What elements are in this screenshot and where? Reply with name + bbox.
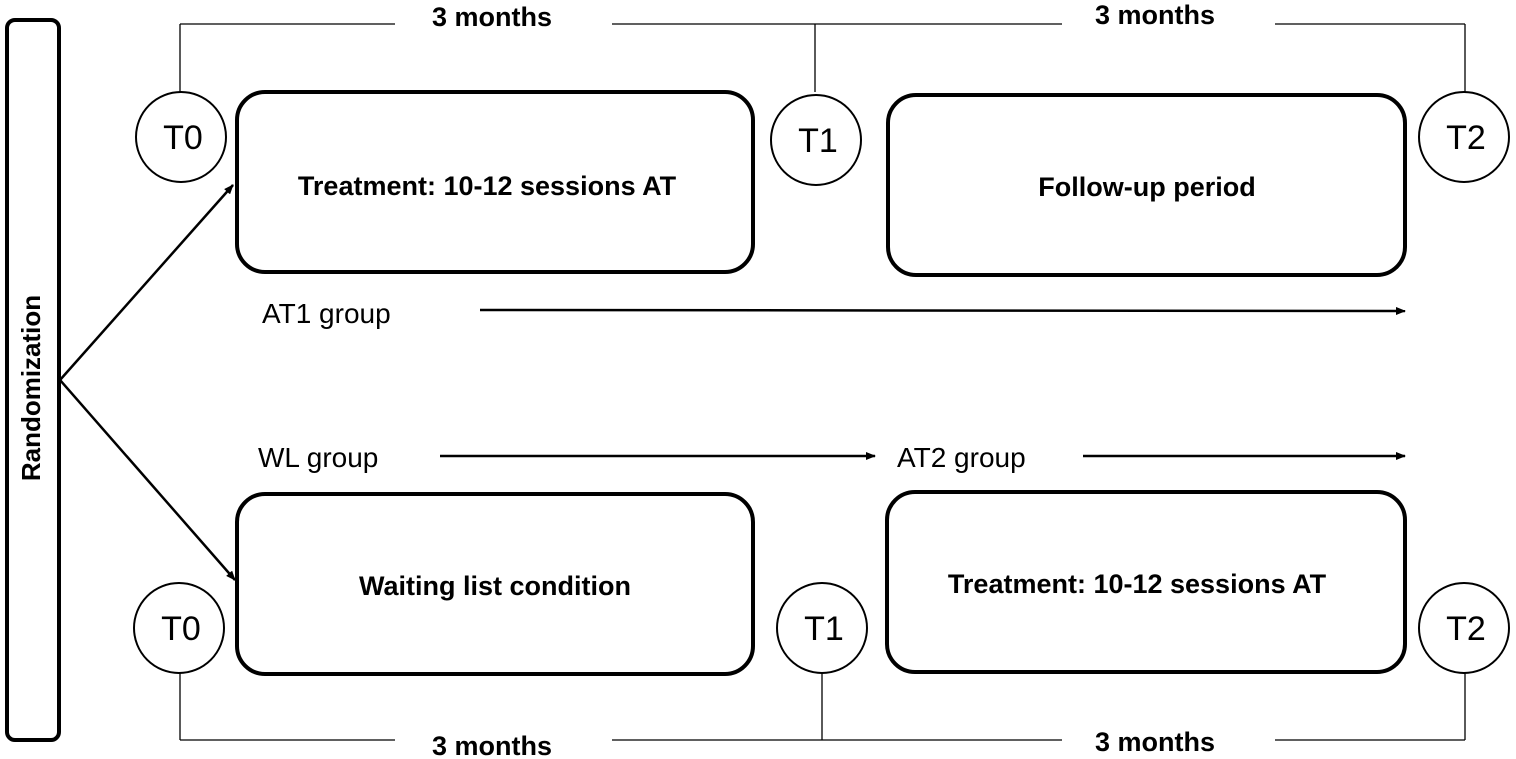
box-top-followup: Follow-up period — [886, 93, 1407, 277]
timepoint-top-t1-label: T1 — [798, 122, 838, 160]
timepoint-top-t0: T0 — [135, 91, 227, 183]
timepoint-bottom-t1-label: T1 — [804, 610, 844, 648]
timepoint-top-t0-label: T0 — [163, 119, 203, 157]
randomization-bar: Randomization — [5, 18, 61, 742]
at1-group-arrow — [479, 306, 1406, 315]
box-bottom-treatment: Treatment: 10-12 sessions AT — [885, 490, 1407, 674]
timepoint-bottom-t2: T2 — [1418, 582, 1510, 674]
bottom-timeline-bracket — [179, 670, 1466, 741]
branch-arrow-bottom — [59, 379, 236, 581]
timepoint-bottom-t0-label: T0 — [161, 610, 201, 648]
box-top-treatment-label: Treatment: 10-12 sessions AT — [298, 171, 677, 201]
duration-top-right: 3 months — [1095, 0, 1215, 30]
box-bottom-waiting: Waiting list condition — [235, 492, 755, 676]
duration-top-left: 3 months — [432, 2, 552, 32]
randomization-label: Randomization — [16, 295, 46, 481]
timepoint-top-t2: T2 — [1418, 91, 1510, 183]
box-bottom-treatment-label: Treatment: 10-12 sessions AT — [948, 569, 1327, 599]
box-top-treatment: Treatment: 10-12 sessions AT — [235, 90, 755, 274]
timepoint-bottom-t2-label: T2 — [1446, 610, 1486, 648]
branch-arrow-top — [59, 184, 234, 381]
group-at1-label: AT1 group — [262, 298, 391, 329]
top-timeline-bracket — [179, 23, 1466, 92]
timepoint-top-t2-label: T2 — [1446, 119, 1486, 157]
group-at2-label: AT2 group — [897, 442, 1026, 473]
box-top-followup-label: Follow-up period — [1038, 172, 1255, 202]
timepoint-bottom-t0: T0 — [133, 582, 225, 674]
timepoint-top-t1: T1 — [770, 94, 862, 186]
timepoint-bottom-t1: T1 — [776, 582, 868, 674]
duration-bottom-left: 3 months — [432, 731, 552, 759]
group-wl-label: WL group — [258, 442, 378, 473]
box-bottom-waiting-label: Waiting list condition — [359, 571, 631, 601]
duration-bottom-right: 3 months — [1095, 727, 1215, 757]
